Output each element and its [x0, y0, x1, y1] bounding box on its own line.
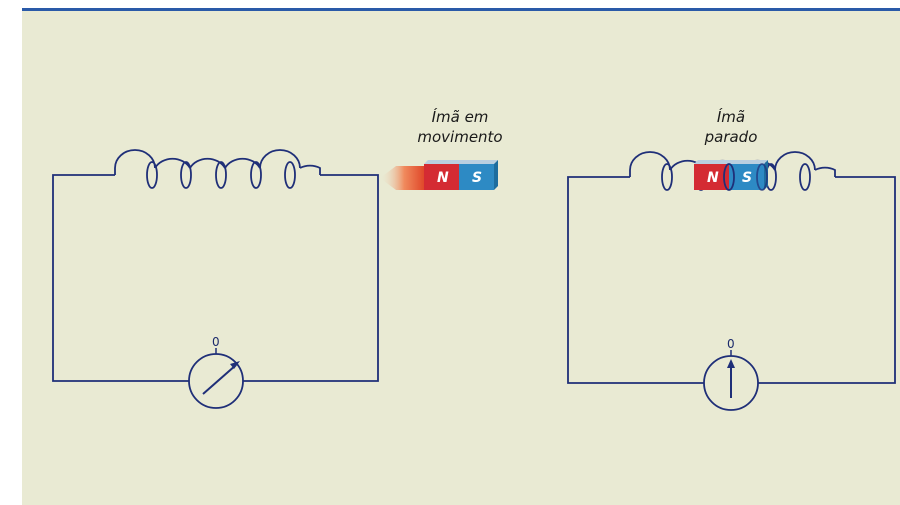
- motion-arrow-icon: [380, 166, 424, 190]
- left-galvanometer: 0: [188, 335, 244, 409]
- right-coil-front: [723, 163, 768, 191]
- left-coil: [114, 149, 321, 189]
- left-needle-tip-icon: [230, 361, 240, 369]
- right-south-label: S: [742, 170, 752, 186]
- left-meter-zero-label: 0: [212, 335, 220, 349]
- left-circuit: 0: [52, 149, 379, 409]
- left-magnet-label-line1: Ímã em: [432, 107, 489, 126]
- right-circuit: N S 0 Ímã parado: [567, 107, 896, 411]
- left-north-label: N: [437, 170, 449, 186]
- right-wire-loop: [567, 176, 896, 384]
- left-magnet-north: [424, 164, 459, 190]
- right-galvanometer: 0: [703, 337, 759, 411]
- top-rule: [22, 8, 900, 11]
- left-bar-magnet: N S: [424, 160, 498, 190]
- left-magnet-label-line2: movimento: [417, 128, 502, 146]
- left-wire-loop: [52, 174, 379, 382]
- figure-panel: [22, 11, 900, 505]
- left-magnet-group: N S Ímã em movimento: [380, 107, 503, 190]
- right-magnet-label-line1: Ímã: [717, 107, 745, 126]
- left-south-label: S: [472, 170, 482, 186]
- right-magnet-label-line2: parado: [704, 128, 758, 146]
- left-magnet-south: [459, 164, 494, 190]
- right-meter-zero-label: 0: [727, 337, 735, 351]
- right-north-label: N: [707, 170, 719, 186]
- right-needle-tip-icon: [727, 359, 735, 368]
- left-meter-needle: [202, 364, 237, 395]
